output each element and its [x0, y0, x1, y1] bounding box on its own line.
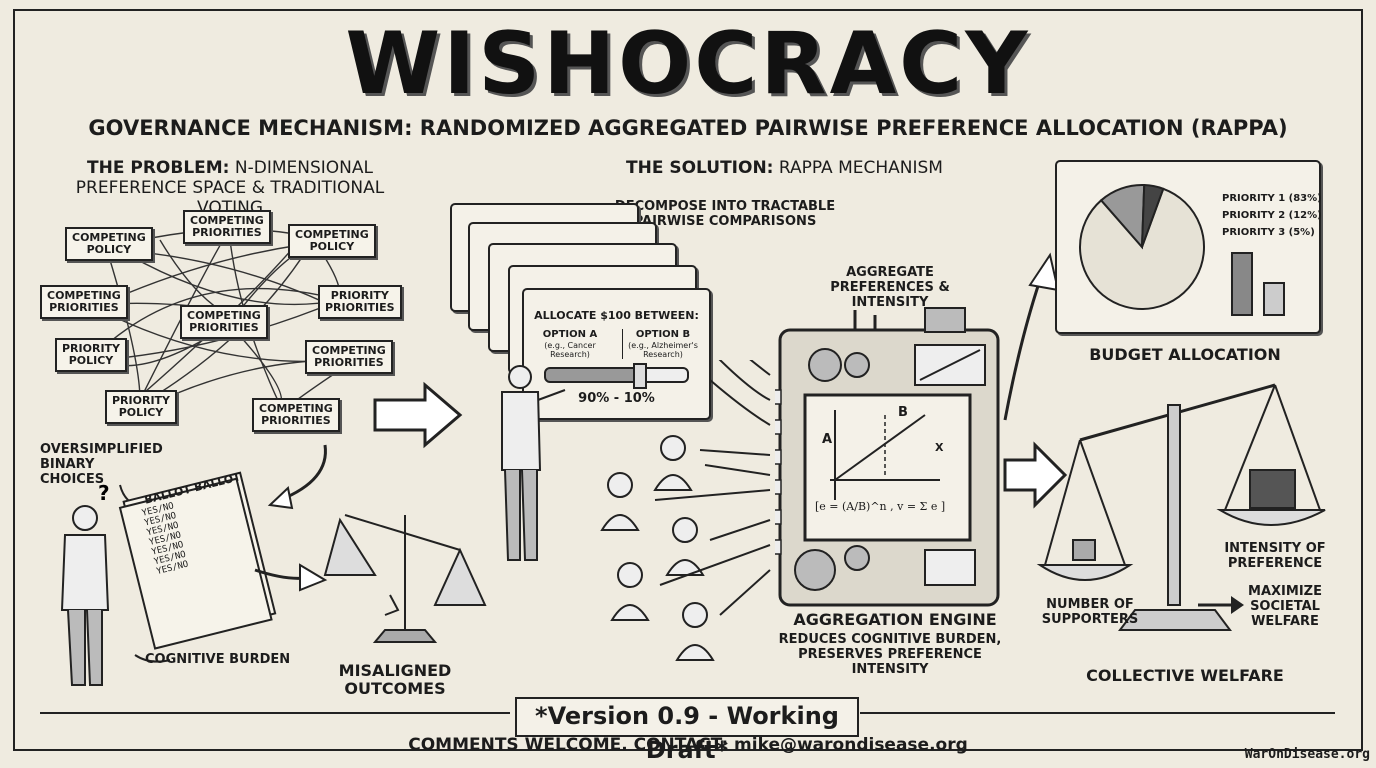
engine-subtitle: REDUCES COGNITIVE BURDEN,PRESERVES PREFE… — [778, 632, 1002, 677]
problem-header-bold: THE PROBLEM: — [87, 158, 230, 178]
solution-header-rest: RAPPA MECHANISM — [778, 158, 943, 178]
engine-title: AGGREGATION ENGINE — [793, 610, 997, 629]
budget-legend: PRIORITY 1 (83%) PRIORITY 2 (12%) PRIORI… — [1222, 190, 1322, 241]
budget-bar — [1231, 252, 1253, 316]
allocation-split: 90% - 10% — [578, 391, 655, 406]
budget-title: BUDGET ALLOCATION — [1089, 345, 1281, 364]
footer-contact: COMMENTS WELCOME. CONTACT: mike@warondis… — [408, 735, 968, 755]
legend-item: PRIORITY 3 (5%) — [1222, 227, 1315, 238]
collective-welfare-label: COLLECTIVE WELFARE — [1086, 666, 1284, 685]
allocation-window: ALLOCATE $100 BETWEEN: OPTION A (e.g., C… — [522, 288, 711, 420]
pie-slice — [1079, 187, 1205, 310]
allocation-slider[interactable] — [544, 363, 689, 389]
problem-header-rest-1: N-DIMENSIONAL — [234, 158, 373, 178]
solution-header-bold: THE SOLUTION: — [626, 158, 774, 178]
page-title: WISHOCRACY — [345, 14, 1031, 114]
allocate-title: ALLOCATE $100 BETWEEN: — [534, 309, 699, 322]
budget-bar — [1263, 282, 1285, 316]
slider-handle[interactable] — [633, 363, 648, 389]
arrow-to-solution — [373, 381, 463, 449]
engine-formula: [e = (A/B)^n , v = Σ e ] — [815, 500, 946, 513]
legend-item: PRIORITY 1 (83%) — [1222, 193, 1322, 204]
watermark: WarOnDisease.org — [1244, 747, 1370, 762]
legend-item: PRIORITY 2 (12%) — [1222, 210, 1322, 221]
svg-text:?: ? — [98, 481, 110, 505]
option-a: OPTION A (e.g., Cancer Research) — [542, 329, 598, 359]
engine-output-arrows — [1003, 252, 1068, 509]
pie-slice — [1141, 184, 1165, 248]
budget-chart — [1079, 184, 1285, 316]
cognitive-burden-label: COGNITIVE BURDEN — [145, 652, 291, 667]
version-banner: *Version 0.9 - Working Draft* — [515, 697, 859, 764]
budget-pie — [1079, 184, 1205, 310]
participants-illustration — [501, 360, 771, 661]
aggregation-engine — [775, 307, 1000, 607]
screen-label-b: B — [898, 405, 908, 420]
screen-label-a: A — [822, 432, 833, 447]
solution-header: THE SOLUTION: RAPPA MECHANISM — [626, 158, 943, 178]
maximize-arrow — [1198, 596, 1244, 614]
page-subtitle: GOVERNANCE MECHANISM: RANDOMIZED AGGREGA… — [88, 116, 1288, 140]
problem-illustration: ? — [60, 444, 487, 686]
welfare-scale — [1036, 383, 1326, 631]
screen-label-x: X — [935, 441, 944, 454]
option-b: OPTION B (e.g., Alzheimer's Research) — [622, 329, 703, 359]
